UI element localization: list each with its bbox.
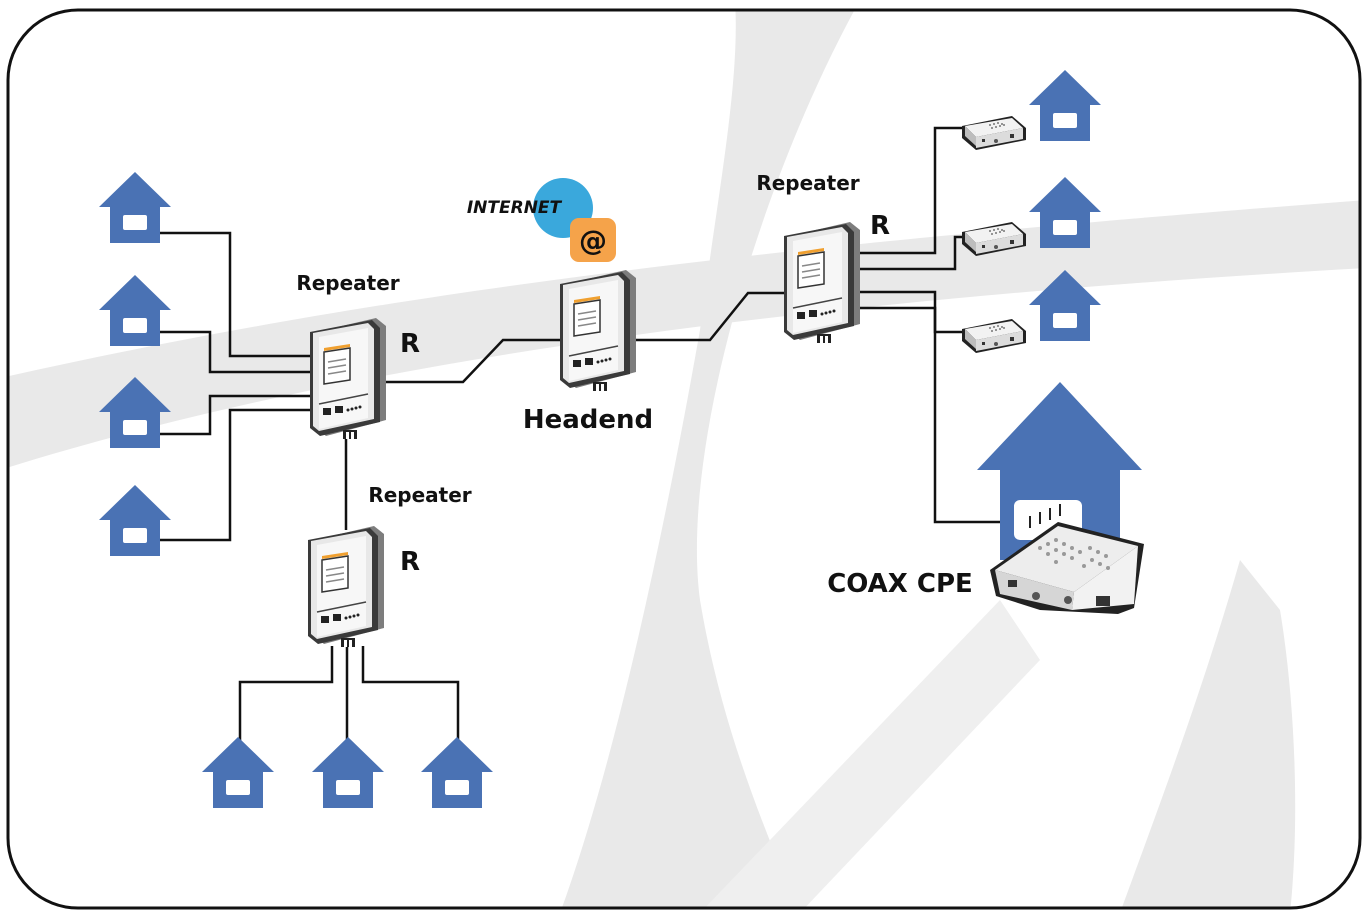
repeater-right-r-label: R (870, 211, 890, 241)
house-icon (202, 737, 274, 808)
coax-wiring (160, 126, 1000, 744)
repeater-device-icon (783, 221, 861, 344)
coax-cpe-label: COAX CPE (827, 569, 973, 599)
repeater-device-icon (307, 525, 385, 648)
house-icon (1029, 70, 1101, 141)
repeater-right-label: Repeater (756, 171, 859, 195)
house-icon (421, 737, 493, 808)
repeater-left-label: Repeater (296, 271, 399, 295)
internet-label: INTERNET (467, 198, 563, 218)
at-symbol-text: @ (579, 224, 607, 257)
large-house-icon (977, 382, 1142, 560)
repeater-left-r-label: R (400, 329, 420, 359)
repeater-device-icon (309, 317, 387, 440)
headend-device-icon (559, 269, 637, 392)
house-icon (99, 275, 171, 346)
repeater-bottom-label: Repeater (368, 483, 471, 507)
at-symbol-icon (570, 218, 616, 262)
coax-cpe-modem-icon (990, 504, 1144, 614)
house-icon (312, 737, 384, 808)
diagram-frame (6, 8, 1362, 910)
modem-icon (962, 319, 1026, 353)
modem-icon (962, 116, 1026, 150)
house-icon (99, 485, 171, 556)
repeater-bottom-r-label: R (400, 547, 420, 577)
headend-label: Headend (523, 405, 653, 435)
